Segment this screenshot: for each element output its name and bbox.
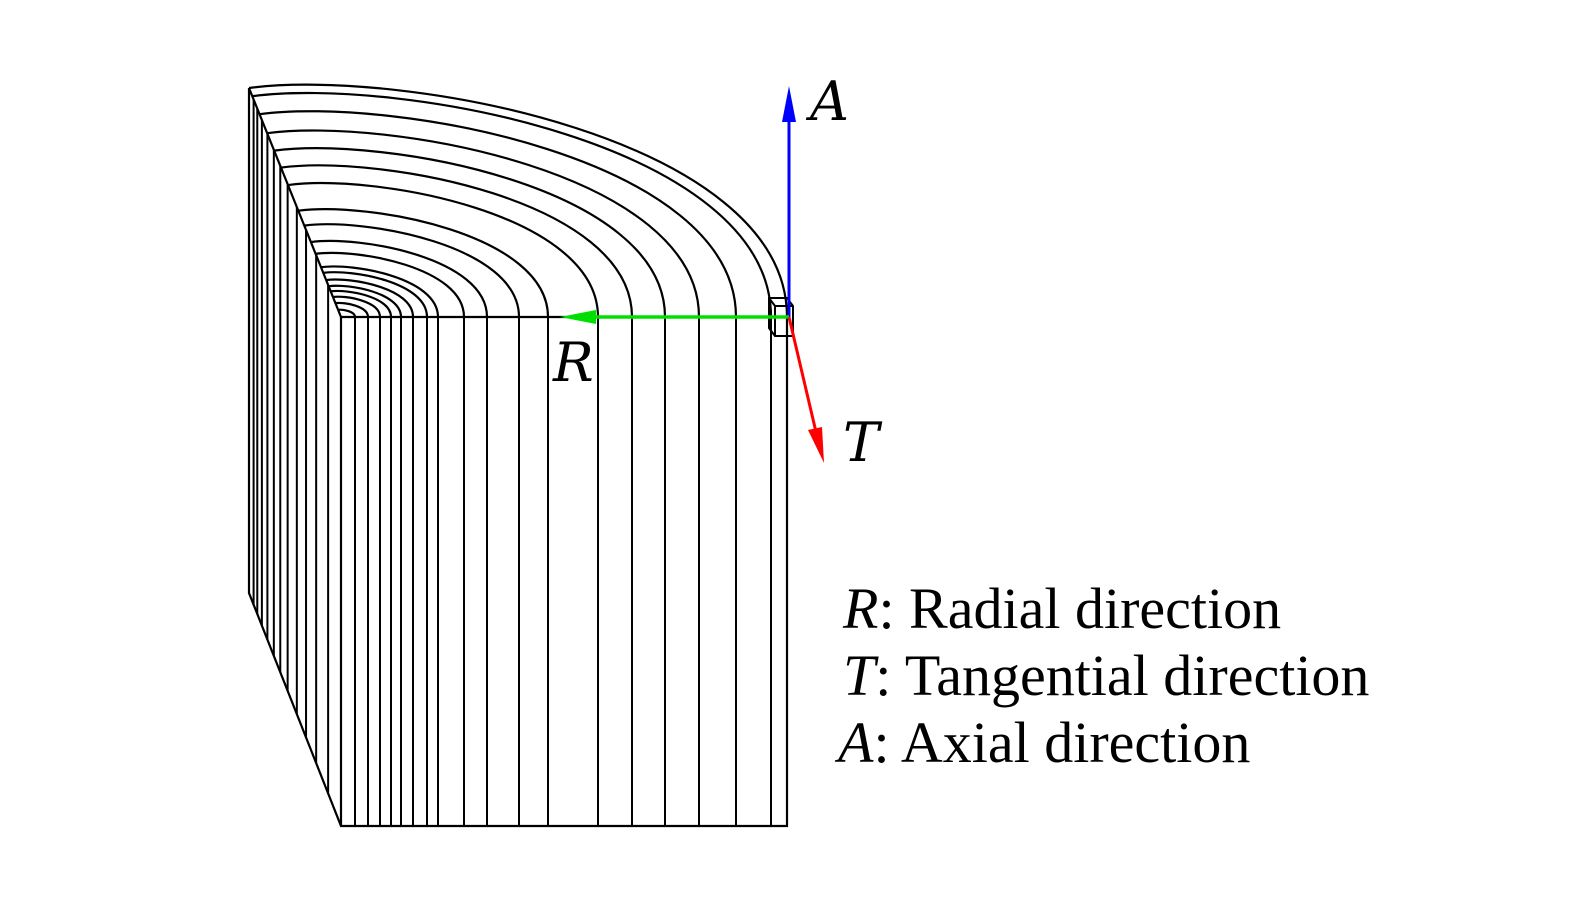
legend-label-axial: : Axial direction	[873, 710, 1250, 775]
growth-ring	[335, 301, 370, 318]
legend-label-radial: : Radial direction	[878, 576, 1281, 641]
legend-symbol-T: T	[843, 643, 879, 708]
legend-item-axial: A: Axial direction	[834, 710, 1250, 775]
legend-symbol-R: R	[842, 576, 878, 641]
legend-item-radial: R: Radial direction	[842, 576, 1281, 641]
legend: R: Radial direction T: Tangential direct…	[834, 576, 1369, 775]
axis-A-label: A	[805, 70, 849, 133]
growth-ring	[332, 295, 382, 318]
side-face	[252, 99, 330, 794]
growth-ring	[315, 251, 466, 318]
growth-ring	[248, 83, 789, 318]
front-face	[354, 317, 772, 826]
growth-ring	[304, 223, 521, 318]
growth-ring	[328, 284, 403, 318]
legend-label-tangential: : Tangential direction	[875, 643, 1369, 708]
axis-T-label: T	[843, 411, 883, 474]
growth-ring	[326, 278, 415, 318]
growth-rings	[248, 83, 789, 318]
growth-ring	[267, 129, 701, 318]
growth-ring	[310, 239, 489, 318]
legend-item-tangential: T: Tangential direction	[843, 643, 1369, 708]
growth-ring	[337, 308, 357, 318]
growth-ring	[274, 147, 667, 318]
legend-symbol-A: A	[834, 710, 874, 775]
axis-R-label: R	[552, 331, 594, 394]
growth-ring	[320, 265, 440, 318]
axis-R-arrow	[560, 310, 789, 324]
growth-ring	[298, 208, 550, 318]
axis-T-arrow	[787, 316, 824, 463]
axis-A-arrow	[782, 86, 796, 317]
block-outline	[247, 87, 789, 828]
growth-ring	[323, 271, 429, 318]
growth-ring	[280, 164, 634, 318]
growth-ring	[259, 110, 738, 318]
growth-ring	[287, 182, 600, 318]
growth-ring	[252, 91, 773, 318]
growth-ring	[330, 289, 393, 318]
